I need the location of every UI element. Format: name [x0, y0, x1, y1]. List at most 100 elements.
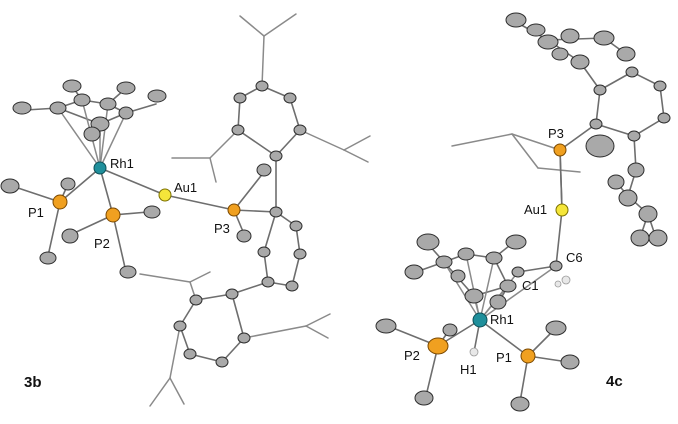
carbon-atom — [499, 279, 517, 293]
carbon-atom — [505, 234, 527, 250]
atom-label-rh1: Rh1 — [110, 156, 134, 171]
carbon-atom — [183, 348, 197, 360]
hydrogen-atom — [554, 280, 562, 288]
carbon-atom — [625, 66, 639, 78]
hydrogen-atom — [561, 275, 571, 285]
carbon-atom — [293, 124, 307, 136]
carbon-atom — [627, 130, 641, 142]
carbon-atom — [570, 54, 590, 70]
carbon-atom — [293, 248, 307, 260]
carbon-atom — [505, 12, 527, 28]
carbon-atom — [560, 28, 580, 44]
carbon-atom — [189, 294, 203, 306]
carbon-atom — [73, 93, 91, 107]
carbon-atom — [225, 288, 239, 300]
carbon-atom — [537, 34, 559, 50]
cp-star-ring-3b — [12, 79, 167, 169]
carbon-atom — [560, 354, 580, 370]
phosphorus-atom — [227, 203, 241, 217]
atom-label-p2: P2 — [94, 236, 110, 251]
structure-4c: P3 Au1 C6 C1 Rh1 P2 H1 P1 4c — [375, 12, 671, 412]
carbon-atom — [607, 174, 625, 190]
carbon-atom — [414, 390, 434, 406]
hydrogen-atom — [469, 347, 479, 357]
phosphorus-atom — [105, 207, 121, 223]
carbon-atom — [442, 323, 458, 337]
carbon-atom — [616, 46, 636, 62]
compound-caption-4c: 4c — [606, 373, 623, 390]
atom-label-c6: C6 — [566, 250, 583, 265]
carbon-atom — [231, 124, 245, 136]
atom-label-au1: Au1 — [524, 202, 547, 217]
carbon-atom — [630, 229, 650, 247]
carbon-atom — [404, 264, 424, 280]
carbon-atom — [60, 177, 76, 191]
carbon-atom — [237, 332, 251, 344]
gold-atom — [555, 203, 569, 217]
carbon-atom — [485, 251, 503, 265]
carbon-atom — [173, 320, 187, 332]
atom-label-h1: H1 — [460, 362, 477, 377]
carbon-atom — [39, 251, 57, 265]
carbon-atom — [285, 280, 299, 292]
carbon-atom — [49, 101, 67, 115]
carbon-atom — [648, 229, 668, 247]
carbon-atom — [489, 294, 507, 310]
carbon-atom — [255, 80, 269, 92]
carbon-atom — [510, 396, 530, 412]
carbon-atom — [283, 92, 297, 104]
carbon-atom — [657, 112, 671, 124]
carbon-atom — [83, 126, 101, 142]
carbon-atom — [147, 89, 167, 103]
carbon-atom — [638, 205, 658, 223]
carbon-atom — [585, 134, 615, 158]
carbon-atom — [215, 356, 229, 368]
carbon-atom — [653, 80, 667, 92]
rhodium-atom — [93, 161, 107, 175]
carbon-atom — [593, 30, 615, 46]
biaryl-phosphine-3b — [139, 13, 371, 407]
carbon-atom — [375, 318, 397, 334]
atom-label-p3: P3 — [214, 221, 230, 236]
carbon-atom — [457, 247, 475, 261]
phosphine-groups-4c — [375, 318, 580, 412]
carbon-atom — [526, 23, 546, 37]
gold-atom — [158, 188, 172, 202]
phosphorus-atom — [553, 143, 567, 157]
carbon-atom — [416, 233, 440, 251]
carbon-atom — [61, 228, 79, 244]
carbon-atom — [143, 205, 161, 219]
carbon-atom — [119, 265, 137, 279]
carbon-atom — [435, 255, 453, 269]
biaryl-phosphine-4c — [451, 12, 671, 247]
carbon-atom — [627, 162, 645, 178]
atom-label-p1: P1 — [28, 205, 44, 220]
atom-label-au1: Au1 — [174, 180, 197, 195]
carbon-atom — [62, 79, 82, 93]
carbon-atom — [257, 246, 271, 258]
carbon-atom — [256, 163, 272, 177]
atom-label-c1: C1 — [522, 278, 539, 293]
structure-3b: Rh1 Au1 P1 P2 P3 3b — [0, 13, 371, 407]
carbon-atom — [116, 81, 136, 95]
carbon-atom — [618, 189, 638, 207]
rhodium-atom — [472, 312, 488, 328]
atom-label-rh1: Rh1 — [490, 312, 514, 327]
carbon-atom — [118, 106, 134, 120]
carbon-atom — [549, 260, 563, 272]
cp-star-ring-4c — [404, 233, 527, 321]
carbon-atom — [236, 229, 252, 243]
carbon-atom — [99, 97, 117, 111]
carbon-atom — [0, 178, 20, 194]
carbon-atom — [233, 92, 247, 104]
vinyl-chain-4c — [479, 149, 571, 321]
carbon-atom — [450, 269, 466, 283]
carbon-atom — [269, 206, 283, 218]
phosphorus-atom — [427, 337, 449, 355]
phosphine-groups-3b — [0, 167, 166, 279]
compound-caption-3b: 3b — [24, 374, 42, 391]
atom-label-p1: P1 — [496, 350, 512, 365]
carbon-atom — [593, 84, 607, 96]
